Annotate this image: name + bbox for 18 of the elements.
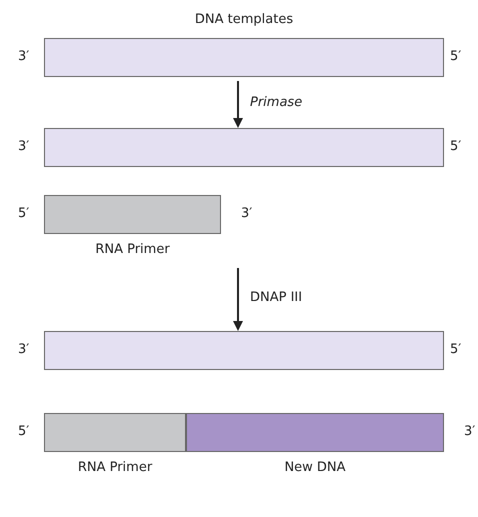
strand-label: RNA Primer [94, 242, 171, 257]
strand-end-label: 5′ [18, 206, 30, 220]
strand-label: New DNA [283, 460, 347, 475]
strand-end-label: 5′ [450, 342, 462, 356]
strand-label: RNA Primer [76, 460, 154, 475]
arrow [233, 268, 243, 331]
strand-end-label: 3′ [241, 206, 252, 220]
strand-end-label: 3′ [18, 342, 30, 356]
strand-end-label: 3′ [18, 138, 30, 154]
strand-end-label: 5′ [450, 138, 462, 154]
edge-label: Primase [250, 94, 302, 110]
strand-end-label: 3′ [464, 424, 476, 438]
strand-end-label: 3′ [18, 48, 30, 64]
strand-end-label: 5′ [18, 424, 30, 438]
arrow [233, 81, 243, 128]
strand-label: DNA templates [194, 12, 294, 27]
strand-end-label: 5′ [450, 48, 462, 64]
edge-label: DNAP III [250, 290, 302, 304]
